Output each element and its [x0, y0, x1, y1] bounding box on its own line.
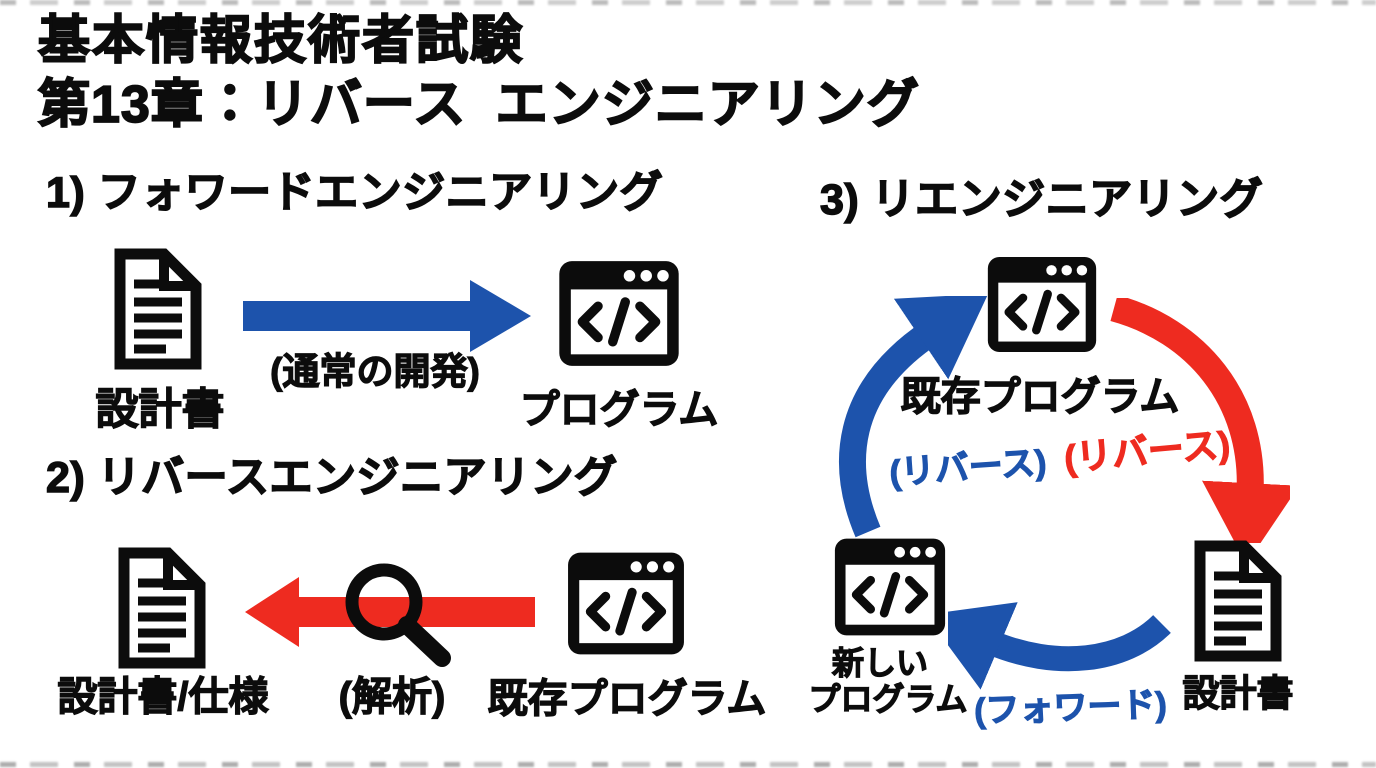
page-subtitle: 第13章：リバース エンジニアリング — [37, 75, 920, 135]
reverse-arc-right-icon — [1110, 298, 1290, 543]
design-doc-spec-label: 設計書/仕様 — [57, 674, 269, 719]
reengineering-section-heading: 3) リエンジニアリング — [819, 175, 1264, 225]
design-doc-label: 設計書 — [95, 385, 225, 434]
video-compression-artifact-bottom — [0, 762, 1376, 767]
page-title: 基本情報技術者試験 — [37, 11, 525, 71]
document-icon — [1186, 538, 1286, 664]
new-program-label-line1: 新しい — [831, 644, 928, 681]
cycle-existing-program-label: 既存プログラム — [900, 374, 1180, 419]
cycle-design-doc-label: 設計書 — [1182, 672, 1294, 714]
document-icon — [106, 246, 206, 372]
reverse-section-heading: 2) リバースエンジニアリング — [45, 453, 618, 503]
analysis-arrow-label: (解析) — [338, 674, 446, 719]
code-window-icon — [556, 258, 682, 369]
magnifying-glass-icon — [345, 563, 451, 667]
program-label: プログラム — [519, 387, 719, 432]
code-window-icon — [985, 252, 1099, 357]
code-window-icon — [565, 546, 687, 661]
forward-arc-bottom-icon — [948, 602, 1171, 690]
new-program-label-line2: プログラム — [808, 680, 968, 717]
video-compression-artifact-top — [0, 0, 1376, 5]
reverse-arrow-icon — [245, 577, 535, 647]
code-window-icon — [832, 534, 948, 640]
existing-program-label: 既存プログラム — [487, 676, 767, 721]
forward-arrow-icon — [243, 280, 531, 352]
reverse-arc-left-icon — [839, 296, 989, 538]
forward-section-heading: 1) フォワードエンジニアリング — [45, 168, 664, 218]
document-icon — [110, 544, 210, 672]
forward-arrow-label: (通常の開発) — [270, 350, 481, 392]
